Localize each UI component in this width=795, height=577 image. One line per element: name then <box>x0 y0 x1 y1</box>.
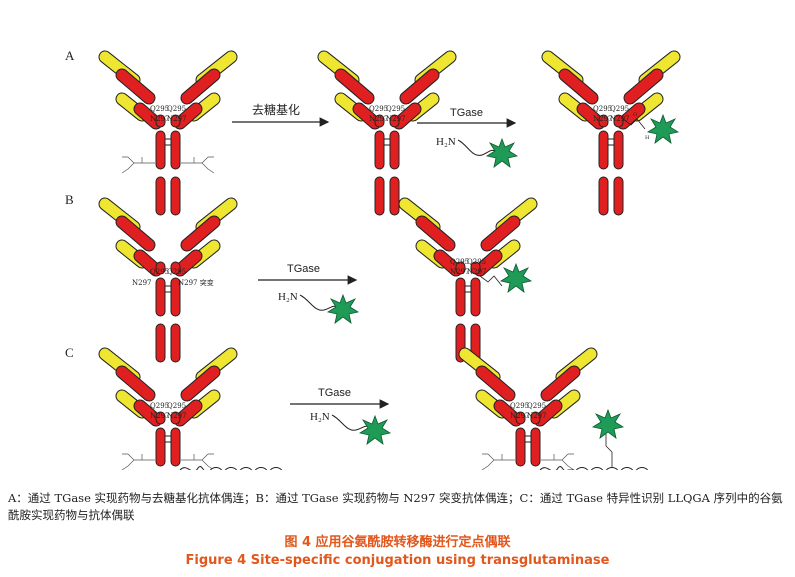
payload-star-icon <box>592 409 624 439</box>
llqga-tag: L L Q G A <box>209 467 283 470</box>
arrow-label-tgase: TGase <box>287 263 320 275</box>
linker-chain <box>457 139 499 156</box>
site-label-q295: Q295 <box>167 402 186 410</box>
amide-h: H <box>645 135 650 141</box>
site-label-n297: N297 <box>510 412 530 420</box>
tag-linker <box>539 466 574 470</box>
site-label-n297: N297 <box>369 115 389 123</box>
panel-a: A Q295 Q295 N297 N297 去糖基化 Q295 Q295 N29… <box>65 48 678 215</box>
arrow-label-tgase: TGase <box>450 107 483 119</box>
site-label-q295: Q295 <box>593 105 612 113</box>
amine-label: H₂N <box>310 411 330 423</box>
payload-star-icon <box>359 415 391 445</box>
site-label-q295: Q295 <box>369 105 388 113</box>
site-label-q295: Q295 <box>510 402 529 410</box>
site-label-n297: N297 <box>150 115 170 123</box>
payload-star-icon <box>486 138 518 168</box>
panel-b: B Q295 Q295 N297 N297 突变 TGase H₂N Q295 … <box>65 192 531 362</box>
amine-label: H₂N <box>436 136 456 148</box>
panel-label-a: A <box>65 48 75 63</box>
figure-diagram: A Q295 Q295 N297 N297 去糖基化 Q295 Q295 N29… <box>65 48 795 470</box>
mutation-label: N297 突变 <box>178 278 214 287</box>
site-label-n297: N297 <box>150 412 170 420</box>
figure-caption-cn: 图 4 应用谷氨酰胺转移酶进行定点偶联 <box>284 535 511 550</box>
carbonyl-o: O <box>633 112 637 118</box>
site-label-n297: N297 <box>527 412 547 420</box>
payload-star-icon <box>327 294 359 324</box>
site-label-q295: Q295 <box>167 268 186 276</box>
linker-chain <box>299 294 341 311</box>
site-label-q295: Q295 <box>467 258 486 266</box>
site-label-q295: Q295 <box>610 105 629 113</box>
site-label-q295: Q295 <box>150 268 169 276</box>
antibody-a1: Q295 Q295 N297 N297 <box>105 57 231 215</box>
conjugate-bond <box>479 275 503 287</box>
tag-linker <box>179 466 208 470</box>
site-label-n297: N297 <box>167 115 187 123</box>
site-label-q295: Q295 <box>150 402 169 410</box>
figure-legend-note: A：通过 TGase 实现药物与去糖基化抗体偶连；B：通过 TGase 实现药物… <box>8 491 783 522</box>
site-label-n297: N297 <box>386 115 406 123</box>
site-label-n297: N297 <box>450 268 470 276</box>
antibody-a2: Q295 Q295 N297 N297 <box>324 57 450 215</box>
site-label-n297: N297 <box>610 115 630 123</box>
figure-caption-en: Figure 4 Site-specific conjugation using… <box>185 553 610 568</box>
payload-star-icon <box>647 114 679 144</box>
mutation-label: N297 <box>132 279 152 287</box>
antibody-b2: Q295 Q295 N297 N297 <box>405 204 531 362</box>
payload-star-icon <box>500 263 532 293</box>
panel-label-c: C <box>65 345 74 360</box>
amine-label: H₂N <box>278 291 298 303</box>
antibody-a3: Q295 Q295 N297 N297 O H <box>548 57 674 215</box>
site-label-q295: Q295 <box>450 258 469 266</box>
panel-c: C Q295 Q295 N297 N297 L L Q G A TGase H₂… <box>65 345 649 470</box>
site-label-n297: N297 <box>467 268 487 276</box>
conjugate-bond <box>622 118 646 130</box>
panel-label-b: B <box>65 192 74 207</box>
arrow-label-deglycosylation: 去糖基化 <box>252 102 300 117</box>
antibody-b1: Q295 Q295 N297 N297 突变 <box>105 204 231 362</box>
antibody-c1: Q295 Q295 N297 N297 <box>105 354 231 470</box>
site-label-q295: Q295 <box>150 105 169 113</box>
site-label-n297: N297 <box>593 115 613 123</box>
llqga-tag: L L Q G A <box>575 467 649 470</box>
site-label-q295: Q295 <box>167 105 186 113</box>
arrow-label-tgase: TGase <box>318 387 351 399</box>
site-label-q295: Q295 <box>386 105 405 113</box>
site-label-q295: Q295 <box>527 402 546 410</box>
antibody-c2: Q295 Q295 N297 N297 <box>465 354 591 470</box>
site-label-n297: N297 <box>167 412 187 420</box>
conjugate-bond <box>605 434 613 467</box>
